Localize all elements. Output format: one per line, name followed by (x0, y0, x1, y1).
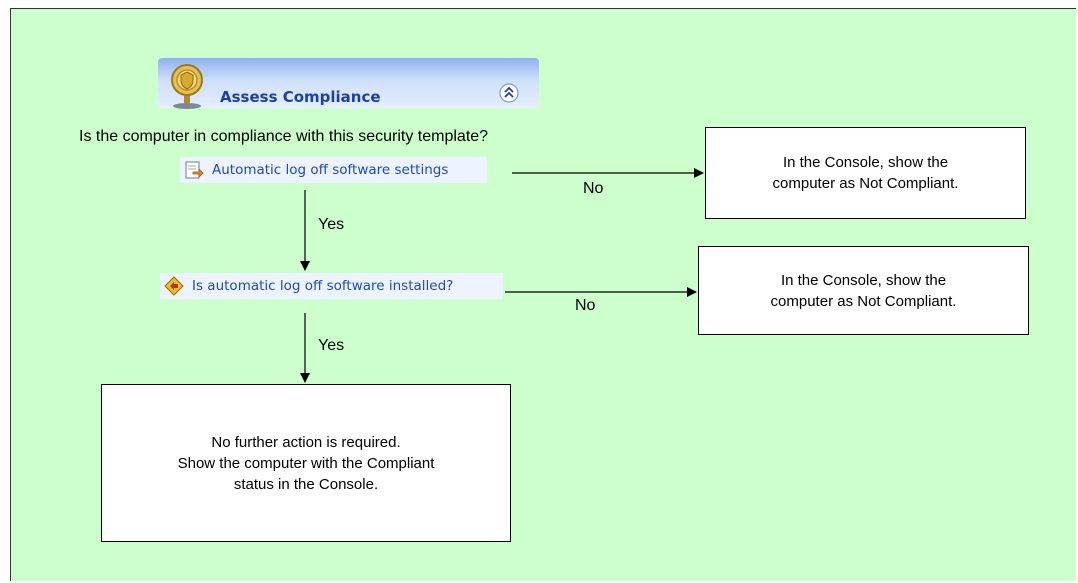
edge-label-no: No (583, 180, 604, 197)
edge-label-yes: Yes (318, 216, 345, 233)
outcome-compliant: No further action is required. Show the … (101, 384, 511, 542)
assess-compliance-panel-header (158, 58, 539, 108)
settings-task-icon (185, 161, 204, 179)
outcome-text: No further action is required. Show the … (177, 433, 435, 493)
outcome-not-compliant-1: In the Console, show the computer as Not… (705, 127, 1026, 219)
task-automatic-log-off-settings[interactable]: Automatic log off software settings (180, 157, 487, 183)
shield-badge-icon (163, 60, 211, 110)
edge-label-no: No (575, 297, 596, 314)
task-is-log-off-software-installed[interactable]: Is automatic log off software installed? (160, 273, 503, 299)
collapse-chevron-icon[interactable] (499, 83, 519, 103)
task-label: Automatic log off software settings (212, 162, 449, 178)
edge-label-yes: Yes (318, 337, 345, 354)
compliance-question: Is the computer in compliance with this … (79, 128, 489, 145)
task-label: Is automatic log off software installed? (192, 278, 454, 294)
outcome-text: In the Console, show the computer as Not… (770, 271, 957, 310)
diamond-decision-icon (164, 276, 184, 296)
panel-title: Assess Compliance (220, 88, 381, 106)
outcome-text: In the Console, show the computer as Not… (772, 154, 959, 192)
outcome-not-compliant-2: In the Console, show the computer as Not… (698, 246, 1029, 335)
